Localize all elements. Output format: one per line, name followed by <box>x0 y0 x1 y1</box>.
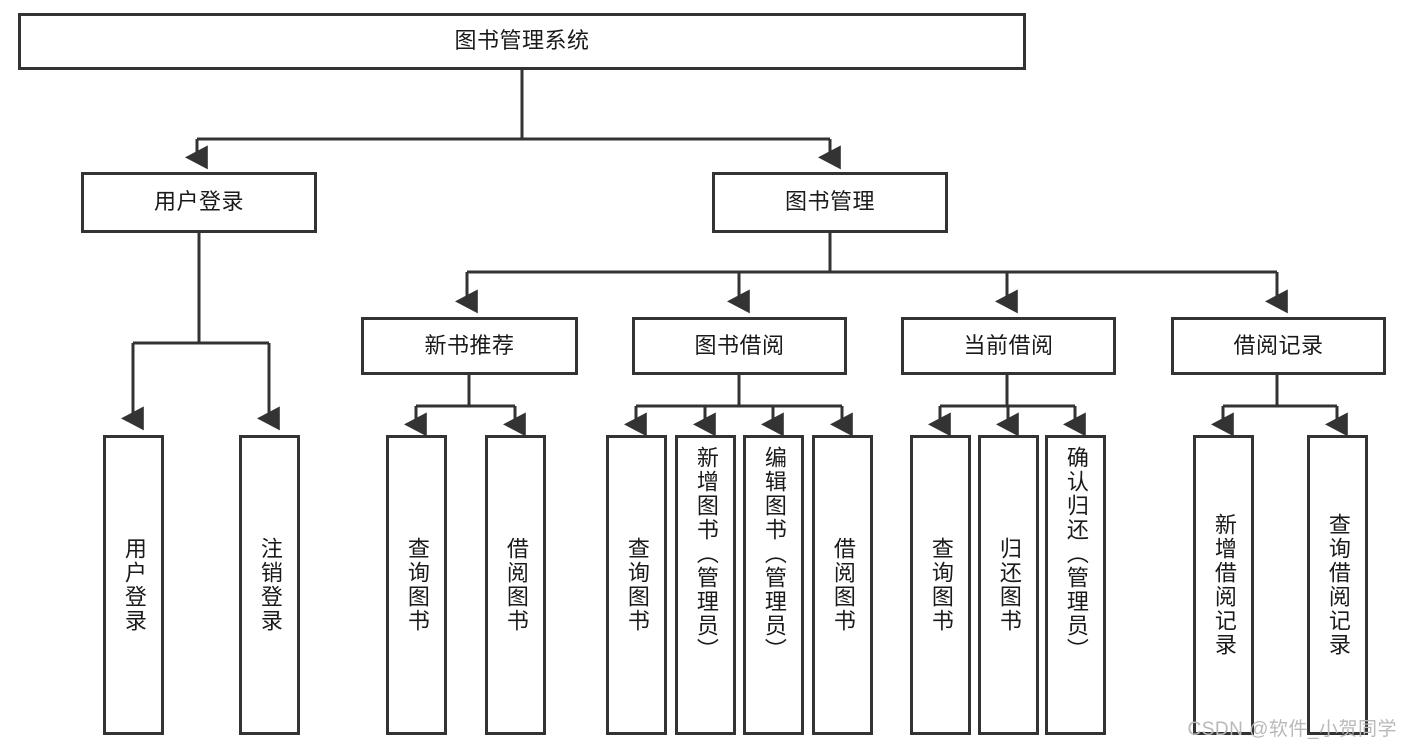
node-leaf-logout-login[interactable]: 注销登录 <box>239 435 300 735</box>
node-label-borrow-record: 借阅记录 <box>1233 332 1324 358</box>
node-user-login[interactable]: 用户登录 <box>81 172 317 233</box>
node-leaf-user-login[interactable]: 用户登录 <box>103 435 164 735</box>
node-leaf-add-book[interactable]: 新增图书（管理员） <box>675 435 736 735</box>
node-leaf-borrow-book-1[interactable]: 借阅图书 <box>485 435 546 735</box>
node-label-new-book-recommend: 新书推荐 <box>424 332 515 358</box>
node-label-leaf-confirm-return: 确认归还（管理员） <box>1063 446 1089 662</box>
node-label-leaf-query-book-1: 查询图书 <box>404 537 430 633</box>
node-leaf-confirm-return[interactable]: 确认归还（管理员） <box>1045 435 1106 735</box>
node-new-book-recommend[interactable]: 新书推荐 <box>361 317 578 375</box>
node-leaf-add-record[interactable]: 新增借阅记录 <box>1193 435 1254 735</box>
node-label-user-login: 用户登录 <box>153 189 244 215</box>
node-borrow-record[interactable]: 借阅记录 <box>1171 317 1386 375</box>
connector-newbook-to-leaves <box>404 375 526 437</box>
node-label-leaf-logout-login: 注销登录 <box>257 537 283 633</box>
node-label-leaf-query-record: 查询借阅记录 <box>1325 513 1351 657</box>
node-leaf-return-book[interactable]: 归还图书 <box>978 435 1039 735</box>
node-label-current-borrow: 当前借阅 <box>963 332 1054 358</box>
connector-userlogin-to-leaves <box>121 233 280 431</box>
node-leaf-query-record[interactable]: 查询借阅记录 <box>1307 435 1368 735</box>
node-label-leaf-user-login: 用户登录 <box>121 537 147 633</box>
node-leaf-query-book-2[interactable]: 查询图书 <box>606 435 667 735</box>
node-leaf-query-book-3[interactable]: 查询图书 <box>910 435 971 735</box>
connector-borrowrecord-to-leaves <box>1211 375 1348 437</box>
node-leaf-edit-book[interactable]: 编辑图书（管理员） <box>743 435 804 735</box>
node-label-leaf-edit-book: 编辑图书（管理员） <box>761 446 787 662</box>
watermark-text: CSDN @软件_小贺同学 <box>1187 719 1397 740</box>
node-label-leaf-add-book: 新增图书（管理员） <box>693 446 719 662</box>
connector-bookborrow-to-leaves <box>624 375 853 437</box>
node-label-leaf-return-book: 归还图书 <box>996 537 1022 633</box>
node-label-root: 图书管理系统 <box>454 28 590 54</box>
node-label-leaf-borrow-book-1: 借阅图书 <box>503 537 529 633</box>
connector-root-to-level2 <box>185 70 841 170</box>
node-label-leaf-query-book-2: 查询图书 <box>624 537 650 633</box>
node-leaf-query-book-1[interactable]: 查询图书 <box>386 435 447 735</box>
node-label-book-borrow: 图书借阅 <box>694 332 785 358</box>
node-label-leaf-query-book-3: 查询图书 <box>928 537 954 633</box>
node-label-book-management: 图书管理 <box>784 189 875 215</box>
connector-bookmgmt-to-level3 <box>455 233 1288 314</box>
node-book-borrow[interactable]: 图书借阅 <box>632 317 847 375</box>
connector-currentborrow-to-leaves <box>928 375 1086 437</box>
node-root-system[interactable]: 图书管理系统 <box>18 13 1026 70</box>
node-book-management[interactable]: 图书管理 <box>712 172 948 233</box>
node-label-leaf-borrow-book-2: 借阅图书 <box>830 537 856 633</box>
node-label-leaf-add-record: 新增借阅记录 <box>1211 513 1237 657</box>
node-leaf-borrow-book-2[interactable]: 借阅图书 <box>812 435 873 735</box>
node-current-borrow[interactable]: 当前借阅 <box>901 317 1116 375</box>
